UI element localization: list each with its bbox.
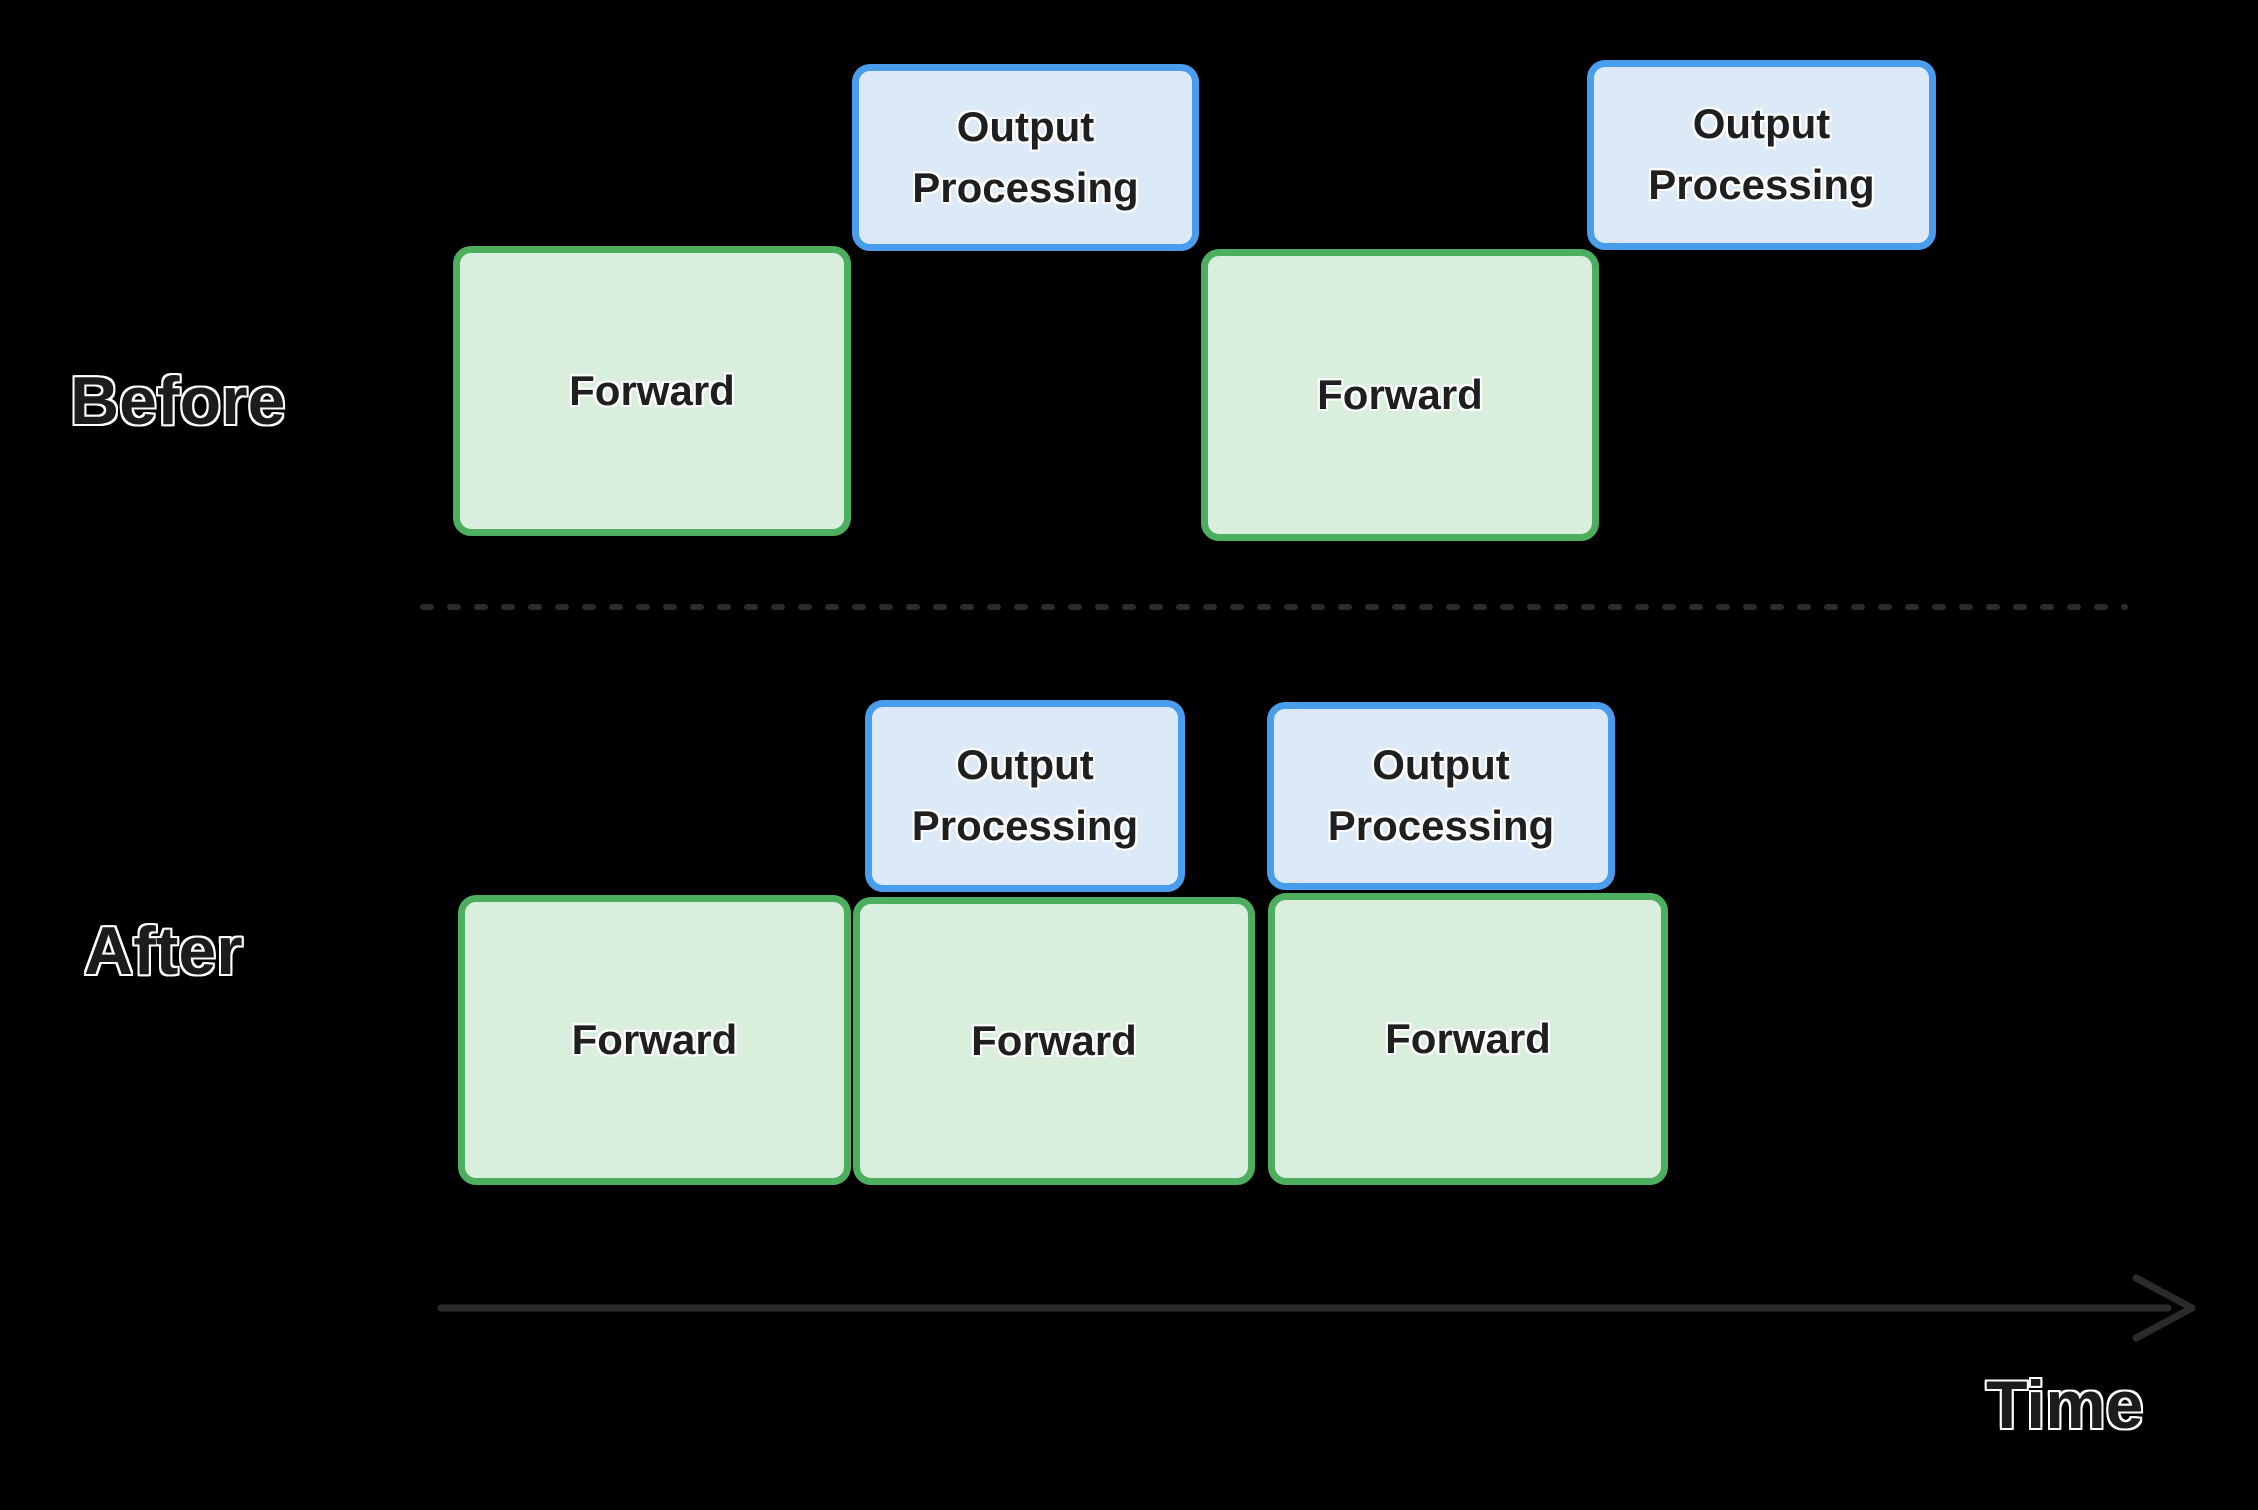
after-output-processing-2-box: Output Processing (1267, 702, 1615, 890)
box-label: Forward (569, 366, 735, 414)
after-forward-3-box: Forward (1268, 893, 1668, 1185)
box-label: Output Processing (1648, 100, 1875, 208)
box-label: Output Processing (1327, 741, 1555, 849)
time-axis-label: Time (1986, 1367, 2144, 1443)
before-label: Before (70, 363, 286, 439)
box-label: Forward (971, 1016, 1137, 1064)
box-label: Output Processing (911, 741, 1139, 849)
box-label: Forward (1317, 370, 1483, 418)
box-label: Forward (571, 1015, 738, 1063)
before-forward-1-box: Forward (453, 246, 851, 536)
before-output-processing-1-box: Output Processing (852, 64, 1199, 251)
after-forward-1-box: Forward (458, 895, 851, 1185)
before-forward-2-box: Forward (1201, 249, 1599, 541)
time-axis-arrowhead-icon (2132, 1274, 2196, 1342)
before-output-processing-2-box: Output Processing (1587, 60, 1936, 250)
after-output-processing-1-box: Output Processing (865, 700, 1185, 892)
after-forward-2-box: Forward (853, 897, 1255, 1185)
box-label: Output Processing (912, 102, 1139, 211)
after-label: After (84, 913, 243, 989)
box-label: Forward (1385, 1014, 1551, 1062)
